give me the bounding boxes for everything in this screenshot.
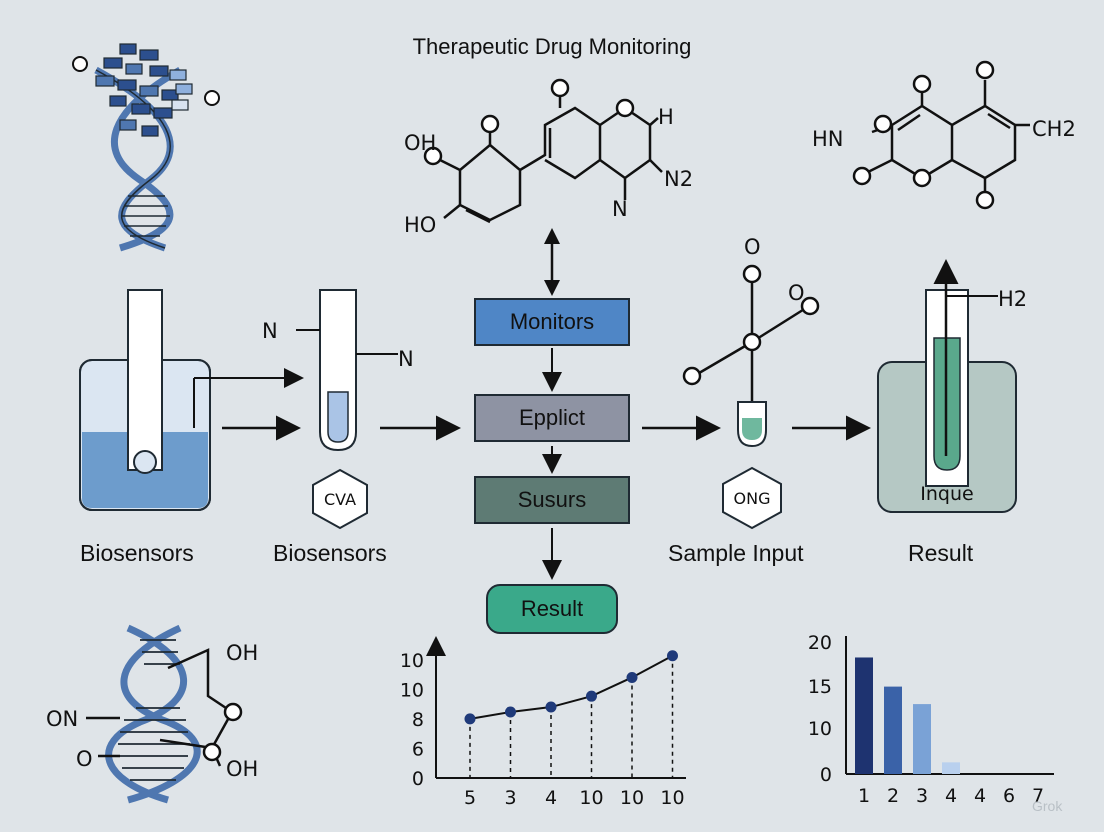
- atom-o: [615, 98, 635, 118]
- bar-chart-bar: [855, 657, 873, 774]
- molecule-top-right: [867, 80, 1030, 195]
- stage-label-sample-input: Sample Input: [668, 540, 804, 566]
- atom-o: [912, 74, 932, 94]
- atom-o: [202, 742, 222, 762]
- chem-oh: OH: [404, 131, 436, 155]
- chem-h: H: [658, 105, 674, 129]
- bar-chart-y-tick: 15: [808, 676, 832, 698]
- atom-o: [423, 146, 443, 166]
- line-chart-point: [667, 650, 678, 662]
- bar-chart-x-tick: 4: [974, 785, 986, 807]
- test-tube-1: [296, 289, 398, 452]
- dna-helix-top-left: [72, 43, 220, 252]
- line-chart-point: [464, 713, 476, 725]
- line-chart-x-tick: 10: [660, 787, 684, 809]
- small-test-tube: [737, 401, 767, 448]
- chem-oh-top: OH: [226, 641, 258, 665]
- chem-hn: HN: [812, 127, 844, 151]
- bar-chart-x-tick: 2: [887, 785, 899, 807]
- stage-label-biosensors-2: Biosensors: [273, 540, 387, 566]
- chem-n2: N2: [664, 167, 693, 191]
- chem-n-left: N: [262, 319, 278, 343]
- result-pill: Result: [486, 584, 618, 634]
- bar-chart-bar: [884, 686, 902, 774]
- line-chart-y-tick: 0: [412, 768, 424, 790]
- line-chart-x-tick: 10: [579, 787, 603, 809]
- hexagon-ong-label: ONG: [734, 489, 771, 508]
- bar-chart-y-tick: 0: [820, 764, 832, 786]
- atom-o: [975, 60, 995, 80]
- hexagon-cva: CVA: [312, 468, 368, 530]
- line-chart-x-tick: 3: [504, 787, 516, 809]
- atom-o: [223, 702, 243, 722]
- hexagon-cva-label: CVA: [324, 490, 356, 509]
- line-chart-y-tick: 10: [400, 680, 424, 702]
- chem-o: O: [76, 747, 93, 771]
- chem-o-right: O: [788, 281, 805, 305]
- flow-box-susurs: Susurs: [474, 476, 630, 524]
- chem-o-top: O: [744, 235, 761, 259]
- bar-chart-y-tick: 10: [808, 718, 832, 740]
- line-chart-x-tick: 4: [545, 787, 557, 809]
- result-container: Inque: [877, 259, 1017, 513]
- atom-o: [975, 190, 995, 210]
- bar-chart-y-tick: 20: [808, 632, 832, 654]
- chem-n: N: [612, 197, 628, 221]
- chem-ho: HO: [404, 213, 436, 237]
- chem-on: ON: [46, 707, 78, 731]
- line-chart-point: [626, 671, 638, 683]
- line-chart: 0 6 8 10 10 5 3 4 10 10 10: [400, 636, 686, 809]
- hexagon-ong: ONG: [722, 466, 782, 530]
- line-chart-x-tick: 10: [620, 787, 644, 809]
- diagram-title: Therapeutic Drug Monitoring: [412, 34, 692, 59]
- chem-h2: H2: [998, 287, 1027, 311]
- stage-label-result: Result: [908, 540, 974, 566]
- chem-oh-bottom: OH: [226, 757, 258, 781]
- line-chart-y-tick: 10: [400, 650, 424, 672]
- chem-ch2: CH2: [1032, 117, 1076, 141]
- atom-o: [480, 114, 500, 134]
- bar-chart-bar: [913, 704, 931, 774]
- atom-o: [852, 166, 872, 186]
- dna-helix-bottom-left: [86, 624, 234, 804]
- atom-o: [912, 168, 932, 188]
- line-chart-point: [505, 706, 516, 718]
- molecule-top-center: [439, 86, 663, 224]
- bar-chart-x-tick: 1: [858, 785, 870, 807]
- watermark: Grok: [1032, 798, 1063, 814]
- line-chart-point: [545, 701, 557, 713]
- bar-chart-x-tick: 7: [1032, 785, 1044, 807]
- atom-o: [550, 78, 570, 98]
- bar-chart-x-tick: 4: [945, 785, 957, 807]
- line-chart-y-tick: 6: [412, 739, 424, 761]
- line-chart-y-tick: 8: [412, 709, 424, 731]
- line-chart-series-line: [469, 654, 673, 720]
- line-chart-point: [586, 690, 597, 702]
- bar-chart-x-tick: 6: [1003, 785, 1015, 807]
- bar-chart-x-tick: 3: [916, 785, 928, 807]
- stage-label-biosensors-1: Biosensors: [80, 540, 194, 566]
- flow-box-monitors: Monitors: [474, 298, 630, 346]
- flow-box-epplict: Epplict: [474, 394, 630, 442]
- line-chart-x-tick: 5: [464, 787, 476, 809]
- beaker: [79, 289, 211, 511]
- chem-n-right: N: [398, 347, 414, 371]
- atom-o: [873, 114, 893, 134]
- tube-label: Inque: [920, 483, 973, 505]
- bar-chart-bar: [942, 762, 960, 774]
